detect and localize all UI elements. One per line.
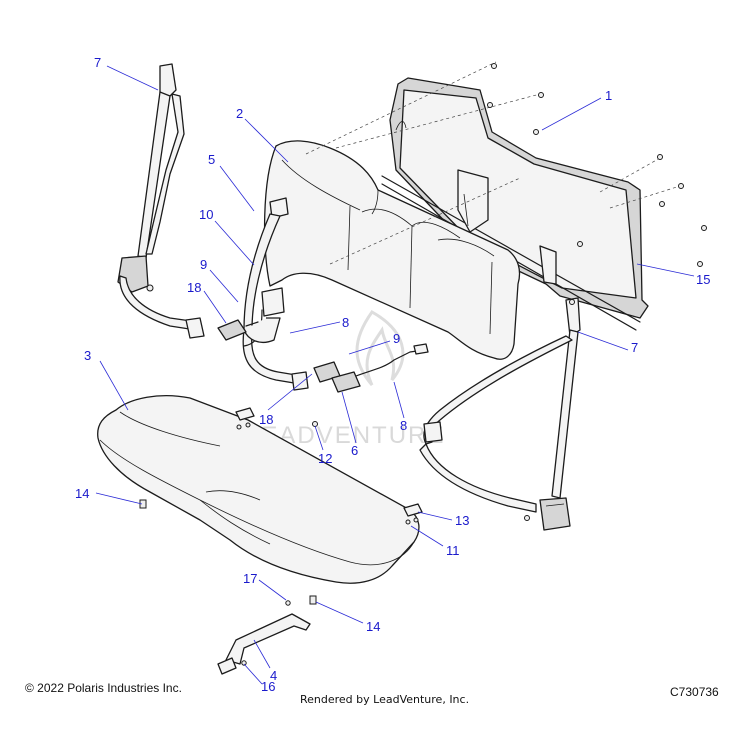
callout-number: 8	[400, 418, 407, 433]
seat-back-panel	[381, 77, 649, 331]
diagram-code: C730736	[670, 685, 719, 699]
callout-number: 1	[605, 88, 612, 103]
callout-number: 7	[94, 55, 101, 70]
callout-number: 4	[270, 668, 277, 683]
callout-number: 8	[342, 315, 349, 330]
callout-number: 16	[261, 679, 275, 694]
callout-number: 17	[243, 571, 257, 586]
copyright-text: © 2022 Polaris Industries Inc.	[25, 681, 182, 695]
callout-number: 15	[696, 272, 710, 287]
callout-number: 6	[351, 443, 358, 458]
callout-number: 18	[187, 280, 201, 295]
seat-brackets	[235, 407, 423, 525]
callout-number: 3	[84, 348, 91, 363]
callout-number: 13	[455, 513, 469, 528]
callout-number: 14	[366, 619, 380, 634]
panel-fasteners	[487, 63, 707, 267]
callout-number: 5	[208, 152, 215, 167]
callout-number: 11	[446, 543, 460, 558]
rendered-by-text: Rendered by LeadVenture, Inc.	[300, 693, 469, 706]
seat-back-cushion	[263, 140, 521, 360]
seat-bottom-cushion	[97, 395, 420, 584]
callout-number: 18	[259, 412, 273, 427]
alignment-lines	[305, 61, 681, 265]
right-seat-belt-assembly	[419, 297, 581, 531]
seat-belt-buckles	[217, 319, 429, 393]
seat-fasteners	[139, 499, 317, 606]
callouts: 7 1 2 5 10 9 18 8 9 3 7 15 8 6 18 12 14	[75, 55, 710, 694]
center-seat-belt	[242, 197, 309, 391]
callout-number: 10	[199, 207, 213, 222]
left-seat-belt-assembly	[117, 63, 205, 339]
callout-number: 7	[631, 340, 638, 355]
callout-number: 2	[236, 106, 243, 121]
callout-number: 9	[200, 257, 207, 272]
callout-number: 12	[318, 451, 332, 466]
callout-number: 14	[75, 486, 89, 501]
callout-number: 9	[393, 331, 400, 346]
seat-support-bracket	[217, 613, 311, 675]
